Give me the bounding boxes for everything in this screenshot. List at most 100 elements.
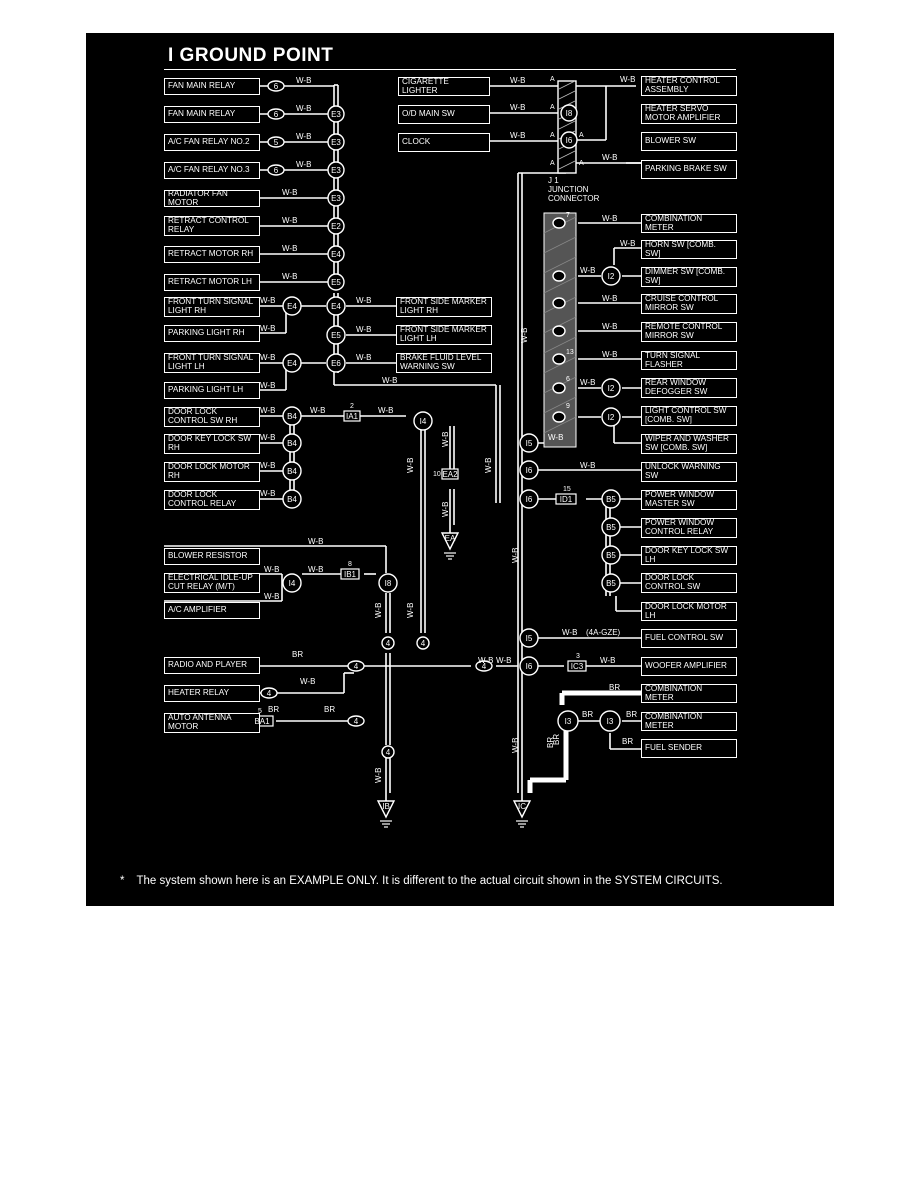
- wire-color-label: W-B: [620, 239, 636, 248]
- connector-code: B4: [287, 495, 297, 504]
- wire-color-label-vertical: W-B: [511, 737, 520, 753]
- component-retract-motor-rh: RETRACT MOTOR RH: [164, 246, 260, 263]
- component-door-key-lock-sw-lh: DOOR KEY LOCK SW LH: [641, 546, 737, 565]
- connector-code: IB1: [343, 570, 356, 579]
- component-fan-main-relay-1: FAN MAIN RELAY: [164, 78, 260, 95]
- component-ac-amplifier: A/C AMPLIFIER: [164, 602, 260, 619]
- component-cruise-control-mirror: CRUISE CONTROL MIRROR SW: [641, 294, 737, 314]
- component-door-lock-control-relay: DOOR LOCK CONTROL RELAY: [164, 490, 260, 510]
- connector-code: E5: [331, 331, 341, 340]
- component-heater-control-assembly: HEATER CONTROL ASSEMBLY: [641, 76, 737, 96]
- wire-color-label: W-B: [260, 489, 276, 498]
- pin-number: 3: [576, 653, 580, 660]
- wire-color-label: W-B: [296, 104, 312, 113]
- connector-code: 4: [266, 689, 272, 698]
- wire-color-label: W-B: [548, 433, 564, 442]
- connector-code: 4: [420, 639, 426, 648]
- component-power-window-relay: POWER WINDOW CONTROL RELAY: [641, 518, 737, 538]
- junction-connector-name: JUNCTION CONNECTOR: [548, 185, 600, 203]
- pin-number: 5: [258, 708, 262, 715]
- component-door-key-lock-sw-rh: DOOR KEY LOCK SW RH: [164, 434, 260, 454]
- wire-color-label: W-B: [602, 214, 618, 223]
- connector-code: IC3: [570, 662, 584, 671]
- wire-color-label-vertical: W-B: [441, 431, 450, 447]
- wire-color-label: BR: [324, 705, 336, 714]
- component-unlock-warning-sw: UNLOCK WARNING SW: [641, 462, 737, 482]
- component-front-turn-signal-lh: FRONT TURN SIGNAL LIGHT LH: [164, 353, 260, 373]
- component-radio-and-player: RADIO AND PLAYER: [164, 657, 260, 674]
- wire-color-label: W-B: [308, 565, 324, 574]
- connector-code: E3: [331, 194, 341, 203]
- pin-number: A: [579, 160, 584, 167]
- title-divider: [164, 69, 736, 70]
- connector-code: I4: [288, 579, 296, 588]
- pin-number: A: [550, 76, 555, 83]
- footnote-text: The system shown here is an EXAMPLE ONLY…: [136, 875, 723, 887]
- component-remote-control-mirror: REMOTE CONTROL MIRROR SW: [641, 322, 737, 342]
- connector-code: B4: [287, 412, 297, 421]
- wire-color-label: W-B: [602, 350, 618, 359]
- diagram-panel: I GROUND POINT FAN MAIN RELAY FAN MAIN R…: [86, 33, 834, 906]
- connector-code: 4: [385, 748, 391, 757]
- wire-color-label: W-B: [602, 322, 618, 331]
- wire-color-label: W-B: [496, 656, 512, 665]
- connector-code: E3: [331, 166, 341, 175]
- wire-color-label: W-B: [308, 537, 324, 546]
- component-ac-fan-relay-2: A/C FAN RELAY NO.2: [164, 134, 260, 151]
- connector-code: B5: [606, 523, 616, 532]
- wire-color-label-vertical: W-B: [406, 457, 415, 473]
- connector-code: 4: [353, 717, 359, 726]
- connector-code: I6: [525, 466, 533, 475]
- wire-color-label: W-B: [300, 677, 316, 686]
- pin-number: 6: [566, 376, 570, 383]
- connector-code: E6: [331, 359, 341, 368]
- pin-number: 10: [433, 471, 441, 478]
- component-turn-signal-flasher: TURN SIGNAL FLASHER: [641, 351, 737, 370]
- component-front-turn-signal-rh: FRONT TURN SIGNAL LIGHT RH: [164, 297, 260, 317]
- pin-number: 15: [563, 486, 571, 493]
- pin-number: 9: [566, 403, 570, 410]
- wire-color-label: W-B: [580, 266, 596, 275]
- wire-color-label: W-B: [356, 325, 372, 334]
- pin-number: A: [550, 104, 555, 111]
- component-front-side-marker-lh: FRONT SIDE MARKER LIGHT LH: [396, 325, 492, 345]
- connector-code: 6: [273, 166, 279, 175]
- component-od-main-sw: O/D MAIN SW: [398, 105, 490, 124]
- page-title: I GROUND POINT: [168, 45, 334, 66]
- connector-code: IA1: [345, 412, 358, 421]
- wire-color-label: W-B: [602, 294, 618, 303]
- connector-code: I6: [525, 495, 533, 504]
- component-fan-main-relay-2: FAN MAIN RELAY: [164, 106, 260, 123]
- wire-color-label: W-B: [260, 406, 276, 415]
- ground-label-ea: EA: [444, 534, 456, 543]
- wire-color-label: W-B: [378, 406, 394, 415]
- wire-color-label: W-B: [296, 132, 312, 141]
- wire-color-label: W-B: [356, 353, 372, 362]
- wire-color-label: W-B: [600, 656, 616, 665]
- wire-color-label: W-B: [478, 656, 494, 665]
- wire-color-label: W-B: [356, 296, 372, 305]
- wire-color-label: W-B: [260, 433, 276, 442]
- footnote: *The system shown here is an EXAMPLE ONL…: [120, 875, 723, 887]
- connector-code: I8: [565, 109, 573, 118]
- component-auto-antenna-motor: AUTO ANTENNA MOTOR: [164, 713, 260, 733]
- component-door-lock-control-sw-rh: DOOR LOCK CONTROL SW RH: [164, 407, 260, 427]
- connector-code: E3: [331, 138, 341, 147]
- wire-color-label: W-B: [264, 565, 280, 574]
- component-retract-control-relay: RETRACT CONTROL RELAY: [164, 216, 260, 236]
- wire-color-label: W-B: [602, 153, 618, 162]
- component-fuel-control-sw: FUEL CONTROL SW: [641, 629, 737, 648]
- wire-color-label: W-B: [296, 160, 312, 169]
- connector-code: E3: [331, 110, 341, 119]
- component-wiper-and-washer: WIPER AND WASHER SW [COMB. SW]: [641, 434, 737, 454]
- component-heater-relay: HEATER RELAY: [164, 685, 260, 702]
- wire-color-label: W-B: [382, 376, 398, 385]
- connector-code: ID1: [559, 495, 573, 504]
- component-blower-sw: BLOWER SW: [641, 132, 737, 151]
- connector-code: BA1: [254, 717, 270, 726]
- wire-color-label: W-B: [580, 378, 596, 387]
- connector-code: I3: [606, 717, 614, 726]
- component-light-control-sw: LIGHT CONTROL SW [COMB. SW]: [641, 406, 737, 426]
- component-electrical-idle-up: ELECTRICAL IDLE-UP CUT RELAY (M/T): [164, 573, 260, 593]
- connector-code: 4: [385, 639, 391, 648]
